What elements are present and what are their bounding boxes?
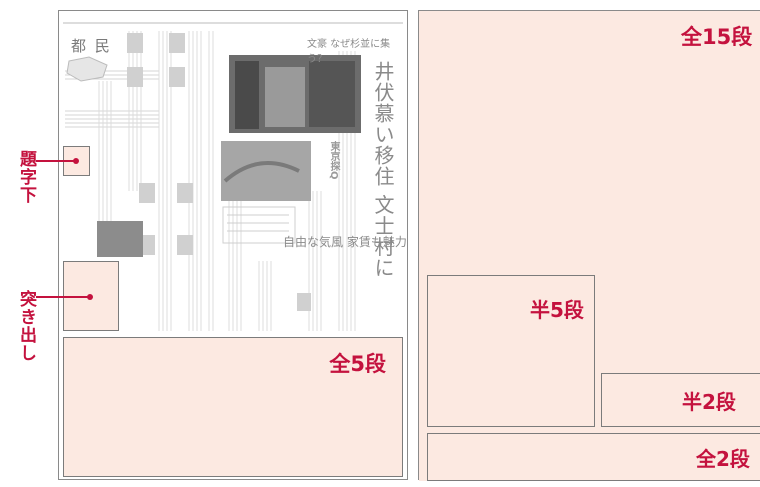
ad-full-5-dan-label: 全5段 (329, 352, 386, 376)
tsukidashi-leader (36, 296, 90, 298)
dashi-shita-dot (73, 158, 79, 164)
ad-full-15-dan-label: 全15段 (681, 25, 753, 49)
newspaper-content-illustration (63, 22, 403, 331)
ad-half-5-dan-label: 半5段 (530, 298, 584, 322)
headline-main: 井伏慕い移住 文士村に (371, 61, 395, 279)
dashi-shita-leader (36, 160, 76, 162)
ad-full-2-dan-label: 全2段 (696, 447, 750, 471)
series-badge: 東京探Q (328, 141, 339, 180)
masthead: 都 民 (71, 37, 112, 55)
headline-small: 文豪 なぜ杉並に集う？ (307, 39, 391, 65)
ad-full-5-dan[interactable]: 全5段 (63, 337, 403, 477)
ad-half-2-dan[interactable]: 半2段 (601, 373, 760, 427)
dashi-shita-label: 題字下 (16, 150, 36, 204)
ad-full-2-dan[interactable]: 全2段 (427, 433, 760, 481)
left-newspaper-page: 都 民 文豪 なぜ杉並に集う？ 井伏慕い移住 文士村に 東京探Q 自由な気風 家… (58, 10, 408, 480)
right-newspaper-page: 全15段 半5段 半2段 全2段 (418, 10, 760, 481)
tsukidashi-dot (87, 294, 93, 300)
ad-half-5-dan[interactable]: 半5段 (427, 275, 595, 427)
tsukidashi-label: 突き出し (16, 290, 36, 362)
ad-half-2-dan-label: 半2段 (682, 390, 736, 414)
subheadline: 自由な気風 家賃も魅力 (283, 235, 407, 249)
